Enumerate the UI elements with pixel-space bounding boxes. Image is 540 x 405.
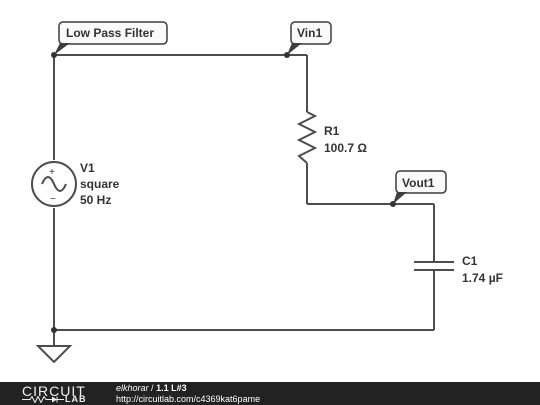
tag-box xyxy=(58,21,168,45)
wires xyxy=(53,54,435,346)
project-url[interactable]: http://circuitlab.com/c4369kat6pame xyxy=(116,394,261,404)
tag-text: Low Pass Filter xyxy=(66,26,154,40)
v1-name: V1 xyxy=(80,161,95,175)
ac-source-icon xyxy=(31,161,77,207)
logo-word-lab: LAB xyxy=(65,394,87,404)
project-info: elkhorar / 1.1 L#3 http://circuitlab.com… xyxy=(116,383,260,405)
c1-name: C1 xyxy=(462,254,478,268)
r1-name: R1 xyxy=(324,124,340,138)
voltage-source-v1[interactable]: + − xyxy=(31,161,77,207)
resistor-r1[interactable] xyxy=(296,111,318,164)
tag-pointer xyxy=(54,43,70,55)
node-bottom-left xyxy=(51,327,57,333)
project-line: elkhorar / 1.1 L#3 xyxy=(116,383,260,394)
net-label-low-pass-filter[interactable]: Low Pass Filter xyxy=(54,21,168,55)
resistor-squiggle-icon xyxy=(22,396,64,403)
footer-bar: CIRCUIT LAB elkhorar / 1.1 L#3 http://ci… xyxy=(0,382,540,405)
tag-pointer xyxy=(287,43,302,55)
circuitlab-logo[interactable]: CIRCUIT LAB xyxy=(16,383,102,404)
minus-sign: − xyxy=(50,194,56,205)
tag-box xyxy=(395,170,447,194)
plus-sign: + xyxy=(49,167,55,178)
ground-icon[interactable] xyxy=(35,345,73,364)
tag-text: Vout1 xyxy=(402,176,435,190)
tag-box xyxy=(290,21,332,45)
author-link[interactable]: elkhorar xyxy=(116,383,149,393)
logo-word-circuit: CIRCUIT xyxy=(22,383,86,399)
net-label-vin1[interactable]: Vin1 xyxy=(287,21,332,55)
tag-text: Vin1 xyxy=(297,26,322,40)
v1-type: square xyxy=(80,177,120,191)
c1-value: 1.74 µF xyxy=(462,271,503,285)
r1-value: 100.7 Ω xyxy=(324,141,367,155)
v1-frequency: 50 Hz xyxy=(80,193,111,207)
schematic: + − V1 square 50 Hz R1 100.7 Ω C1 1.74 µ… xyxy=(31,21,503,364)
capacitor-c1[interactable] xyxy=(414,261,454,271)
tag-pointer xyxy=(393,192,407,204)
project-title-link[interactable]: 1.1 L#3 xyxy=(156,383,187,393)
sine-wave-icon xyxy=(41,176,67,192)
net-label-vout1[interactable]: Vout1 xyxy=(393,170,447,204)
separator: / xyxy=(151,383,154,393)
